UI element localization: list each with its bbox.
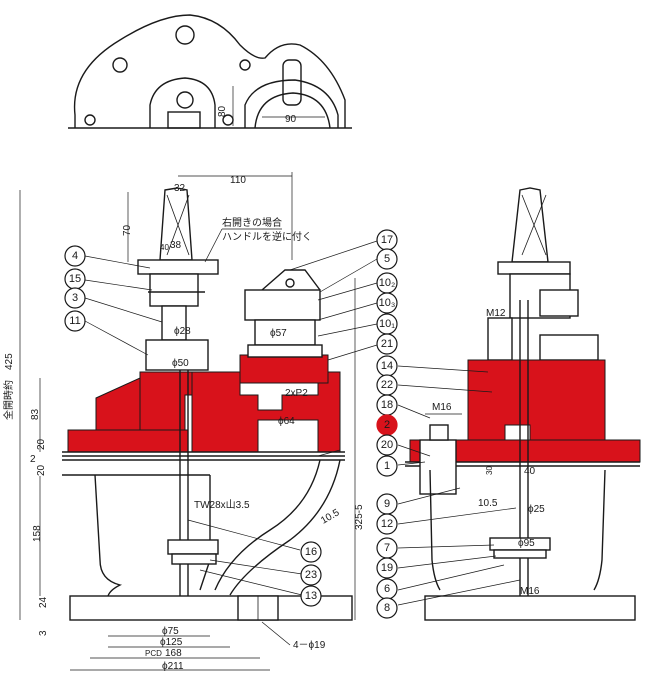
side-dim-105: 10.5: [478, 498, 498, 509]
callout-22: 22: [376, 374, 398, 396]
svg-text:13: 13: [305, 590, 317, 602]
svg-text:23: 23: [305, 569, 317, 581]
side-dim-30: 30: [485, 466, 494, 475]
dim-64: ϕ64: [278, 416, 295, 427]
dim-83: 83: [30, 408, 41, 420]
callout-14: 14: [376, 355, 398, 377]
dim-50: ϕ50: [172, 358, 189, 369]
svg-text:19: 19: [381, 562, 393, 574]
dim-20b: 20: [36, 464, 47, 476]
dim-20a: 20: [36, 438, 47, 450]
dim-2: 2: [30, 454, 36, 465]
svg-text:17: 17: [381, 234, 393, 246]
callout-7: 7: [376, 537, 398, 559]
svg-text:12: 12: [381, 518, 393, 530]
svg-text:4: 4: [72, 250, 78, 262]
svg-text:3: 3: [72, 292, 78, 304]
svg-text:10₂: 10₂: [379, 277, 396, 289]
dim-38: 38: [170, 240, 182, 251]
dim-80: 80: [217, 105, 228, 117]
callout-20: 20: [376, 434, 398, 456]
callout-18: 18: [376, 394, 398, 416]
top-view: 80 90: [68, 14, 352, 129]
dim-pcd: PCD: [145, 649, 162, 658]
dim-32: 32: [174, 183, 186, 194]
side-dim-m16b: M16: [520, 586, 540, 597]
callout-5: 5: [376, 248, 398, 270]
callout-11: 11: [64, 310, 86, 332]
svg-text:22: 22: [381, 379, 393, 391]
dim-325: 325-5: [354, 504, 365, 530]
callout-16: 16: [300, 541, 322, 563]
svg-text:7: 7: [384, 542, 390, 554]
svg-text:6: 6: [384, 583, 390, 595]
callout-10-1: 10₁: [376, 313, 398, 335]
dim-3: 3: [38, 630, 49, 636]
callout-10-3: 10₃: [376, 292, 398, 314]
callout-19: 19: [376, 557, 398, 579]
svg-text:2: 2: [384, 419, 390, 431]
svg-text:10₁: 10₁: [379, 318, 395, 330]
svg-text:11: 11: [69, 315, 80, 327]
callout-12: 12: [376, 513, 398, 535]
dim-211: ϕ211: [162, 661, 184, 672]
note-line2: ハンドルを逆に付く: [222, 230, 312, 243]
callout-23: 23: [300, 564, 322, 586]
callout-6: 6: [376, 578, 398, 600]
callouts: 4 15 3 11 17 5 10₂ 10₃ 10₁ 21 14 22 18 2…: [64, 229, 521, 619]
svg-text:15: 15: [69, 273, 81, 285]
dim-2xp2: 2xP2: [285, 388, 308, 399]
svg-text:18: 18: [381, 399, 393, 411]
side-dim-40: 40: [524, 466, 536, 477]
dim-90: 90: [285, 114, 297, 125]
side-dim-95: ϕ95: [518, 538, 535, 549]
dim-24: 24: [38, 596, 49, 608]
dim-70: 70: [122, 224, 133, 236]
callout-13: 13: [300, 585, 322, 607]
svg-text:14: 14: [381, 360, 393, 372]
side-dim-m12: M12: [486, 308, 506, 319]
dim-57: ϕ57: [270, 328, 287, 339]
callout-9: 9: [376, 493, 398, 515]
bolt-holes: 4－ϕ19: [293, 640, 326, 651]
dim-110: 110: [230, 175, 246, 186]
callout-15: 15: [64, 268, 86, 290]
dim-about: 約: [2, 380, 15, 390]
dim-125: ϕ125: [160, 637, 183, 648]
dim-105: 10.5: [319, 507, 342, 526]
thread-spec: TW28x山3.5: [194, 499, 250, 511]
front-view: 110 32 70 40 38 ϕ28 ϕ50 ϕ57 ϕ64 2xP2 全開時…: [2, 172, 365, 672]
dim-28: ϕ28: [174, 326, 191, 337]
side-view: M12 M16 30 40 10.5 ϕ25 ϕ95 M16: [405, 187, 641, 621]
svg-text:9: 9: [384, 498, 390, 510]
svg-text:8: 8: [384, 602, 390, 614]
svg-text:10₃: 10₃: [379, 297, 396, 309]
callout-21: 21: [376, 333, 398, 355]
dim-75: ϕ75: [162, 626, 179, 637]
side-dim-25: ϕ25: [528, 504, 545, 515]
dim-full-open: 全開時: [2, 390, 15, 420]
svg-text:1: 1: [384, 460, 390, 472]
callout-2: 2: [376, 414, 398, 436]
svg-text:20: 20: [381, 439, 393, 451]
callout-10-2: 10₂: [376, 272, 398, 294]
callout-3: 3: [64, 287, 86, 309]
note-line1: 右開きの場合: [222, 216, 282, 229]
svg-text:16: 16: [305, 546, 317, 558]
svg-text:5: 5: [384, 253, 390, 265]
side-dim-m16: M16: [432, 402, 452, 413]
dim-158: 158: [32, 525, 43, 542]
dim-168: 168: [165, 648, 182, 659]
callout-8: 8: [376, 597, 398, 619]
callout-4: 4: [64, 245, 86, 267]
dim-425: 425: [4, 353, 15, 370]
callout-17: 17: [376, 229, 398, 251]
callout-1: 1: [376, 455, 398, 477]
dim-40: 40: [160, 243, 169, 252]
svg-text:21: 21: [381, 338, 393, 350]
